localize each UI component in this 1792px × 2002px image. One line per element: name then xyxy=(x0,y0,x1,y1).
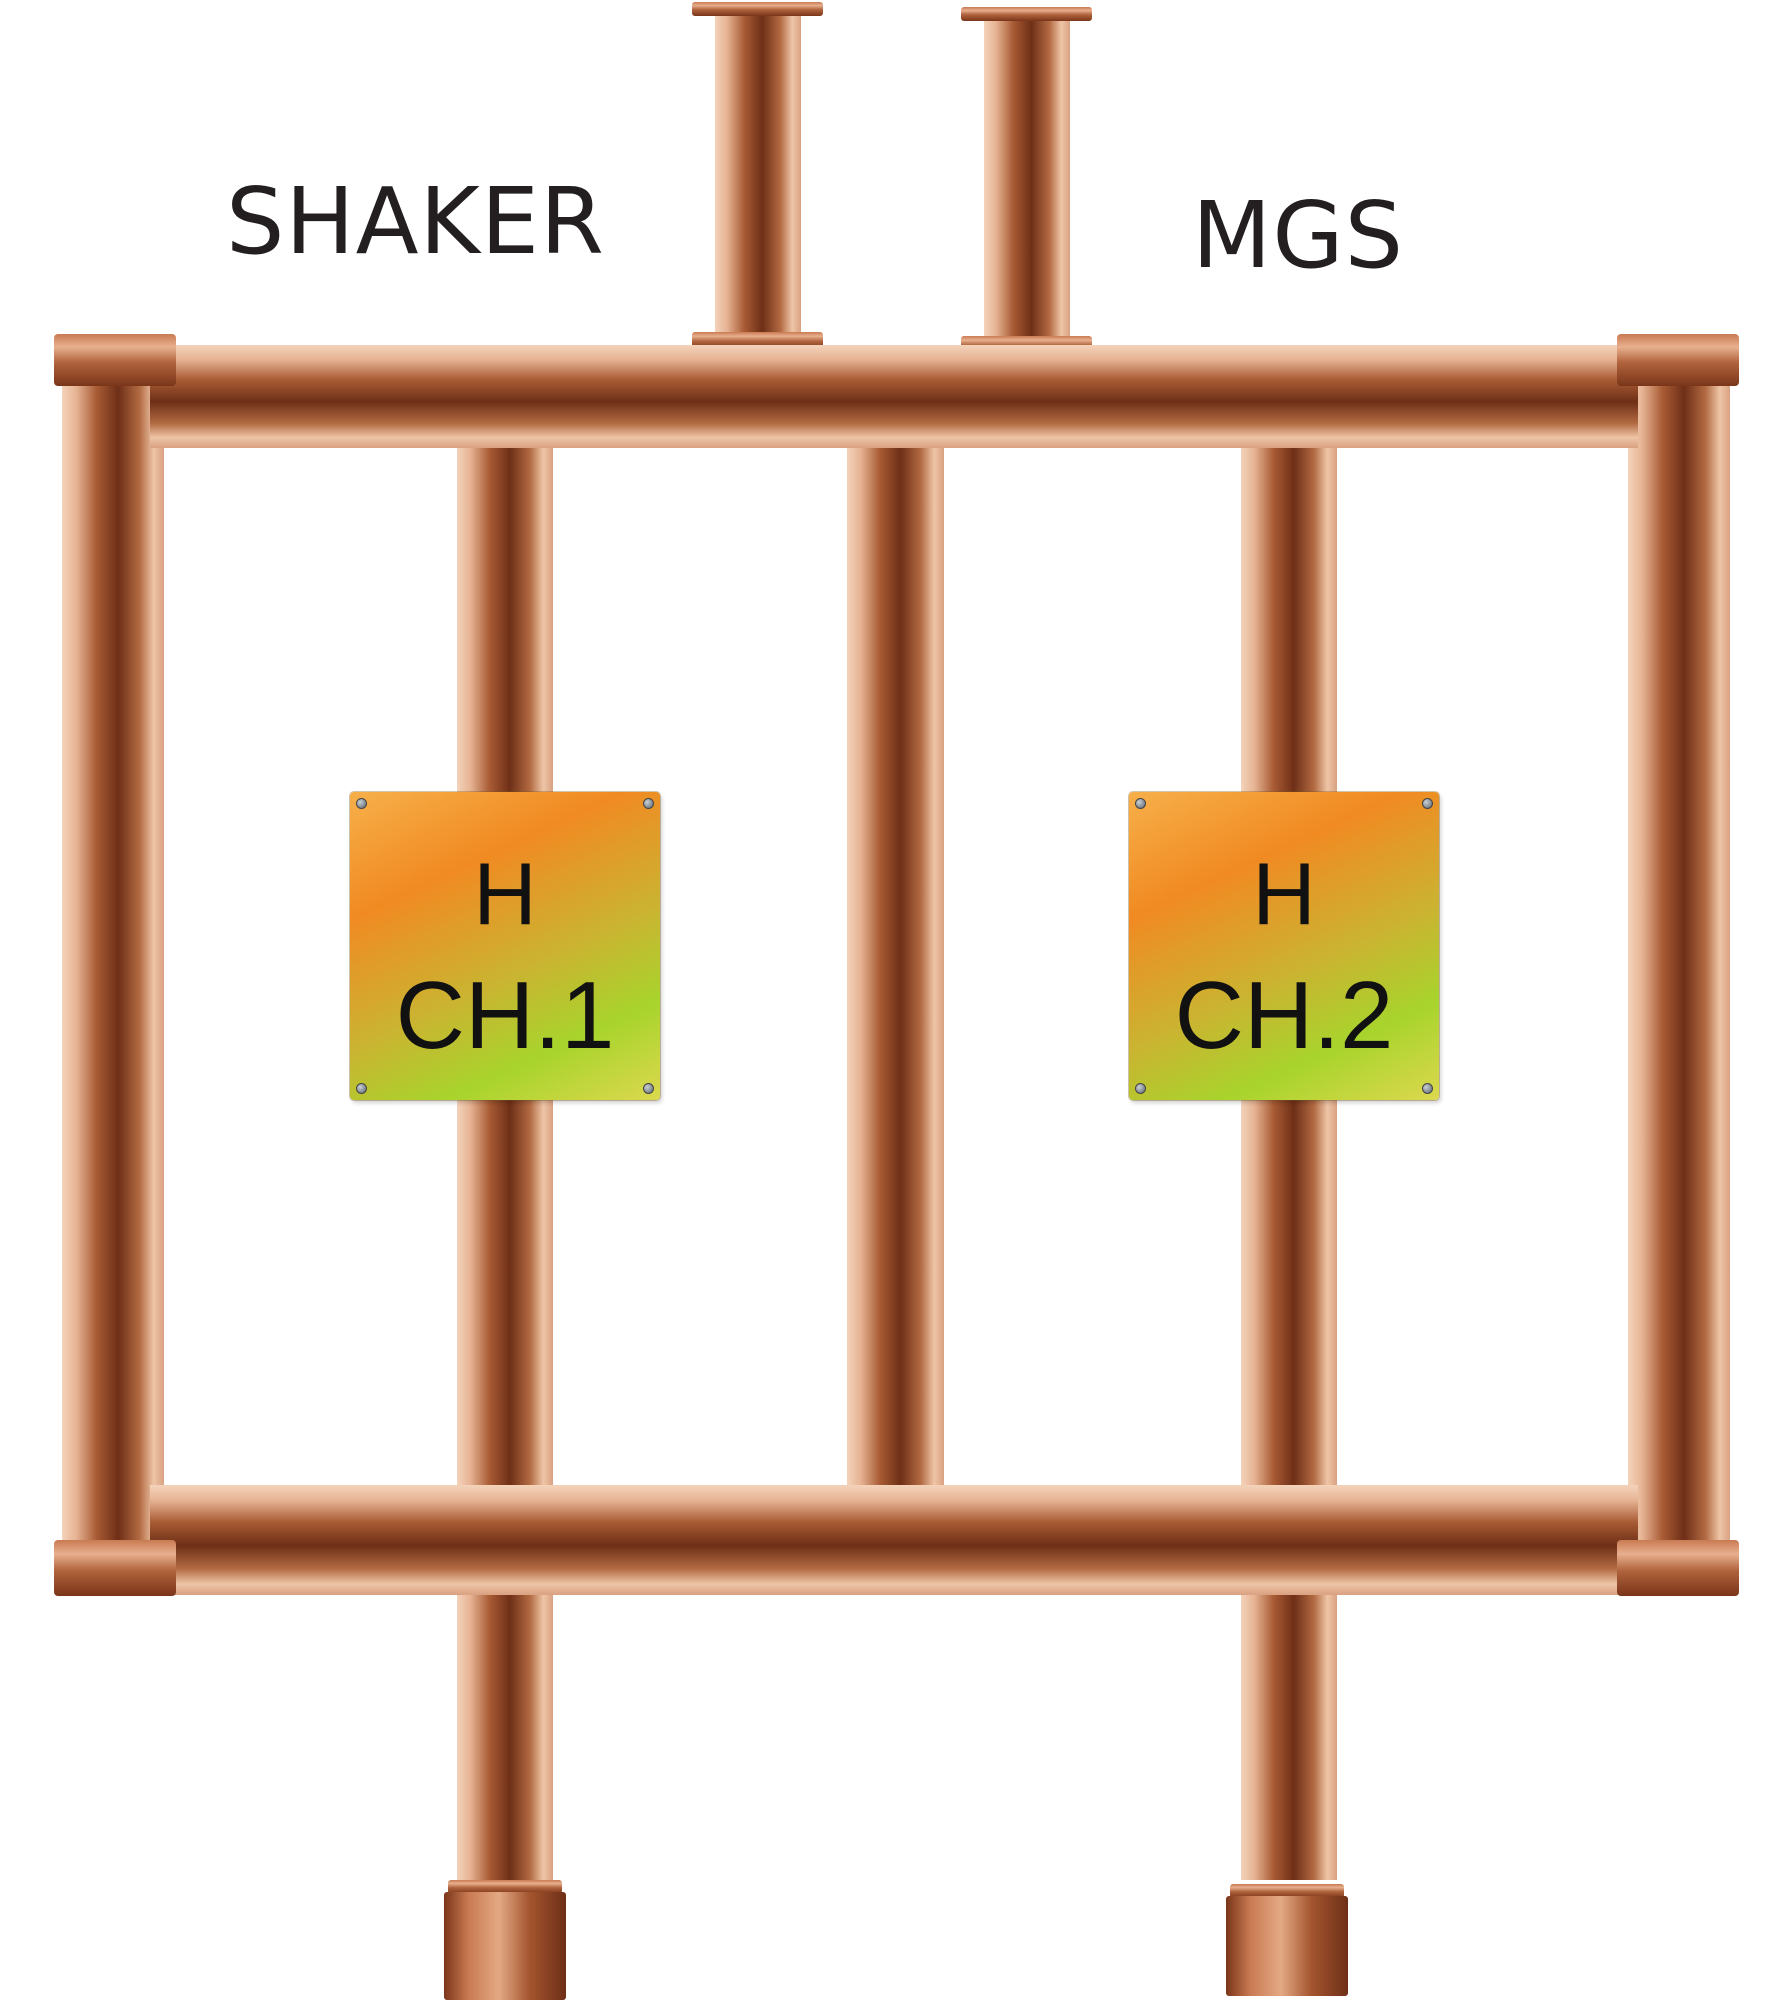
outlet-foot-left-rim xyxy=(448,1880,562,1894)
outlet-pipe-left xyxy=(457,1580,553,1900)
screw-icon xyxy=(356,798,367,809)
corner-cap-top-left xyxy=(54,334,176,386)
inner-pipe-center xyxy=(847,448,944,1488)
inlet-cap-right-top xyxy=(961,7,1092,21)
channel-2-plate: H CH.2 xyxy=(1129,792,1439,1100)
screw-icon xyxy=(1422,798,1433,809)
inlet-pipe-left xyxy=(715,12,801,338)
outlet-pipe-right xyxy=(1241,1580,1337,1880)
screw-icon xyxy=(1135,798,1146,809)
mgs-label: MGS xyxy=(1192,182,1405,289)
bottom-header-pipe xyxy=(150,1485,1638,1595)
screw-icon xyxy=(1422,1083,1433,1094)
corner-cap-top-right xyxy=(1617,334,1739,386)
screw-icon xyxy=(643,1083,654,1094)
outer-pipe-left xyxy=(62,352,164,1550)
screw-icon xyxy=(643,798,654,809)
plate-2-line2: CH.2 xyxy=(1174,962,1394,1069)
inlet-flange-left xyxy=(692,332,823,349)
plate-1-line2: CH.1 xyxy=(395,962,615,1069)
corner-cap-bottom-right xyxy=(1617,1540,1739,1596)
screw-icon xyxy=(356,1083,367,1094)
plate-1-line1: H xyxy=(473,844,537,943)
plate-2-line1: H xyxy=(1252,844,1316,943)
top-header-pipe xyxy=(150,345,1638,448)
corner-cap-bottom-left xyxy=(54,1540,176,1596)
outlet-foot-right xyxy=(1226,1896,1348,1996)
outlet-foot-right-rim xyxy=(1230,1884,1344,1898)
outlet-foot-left xyxy=(444,1892,566,2000)
inlet-pipe-right xyxy=(984,16,1070,338)
screw-icon xyxy=(1135,1083,1146,1094)
inlet-cap-left-top xyxy=(692,2,823,16)
outer-pipe-right xyxy=(1628,358,1730,1550)
shaker-label: SHAKER xyxy=(226,168,605,275)
channel-1-plate: H CH.1 xyxy=(350,792,660,1100)
